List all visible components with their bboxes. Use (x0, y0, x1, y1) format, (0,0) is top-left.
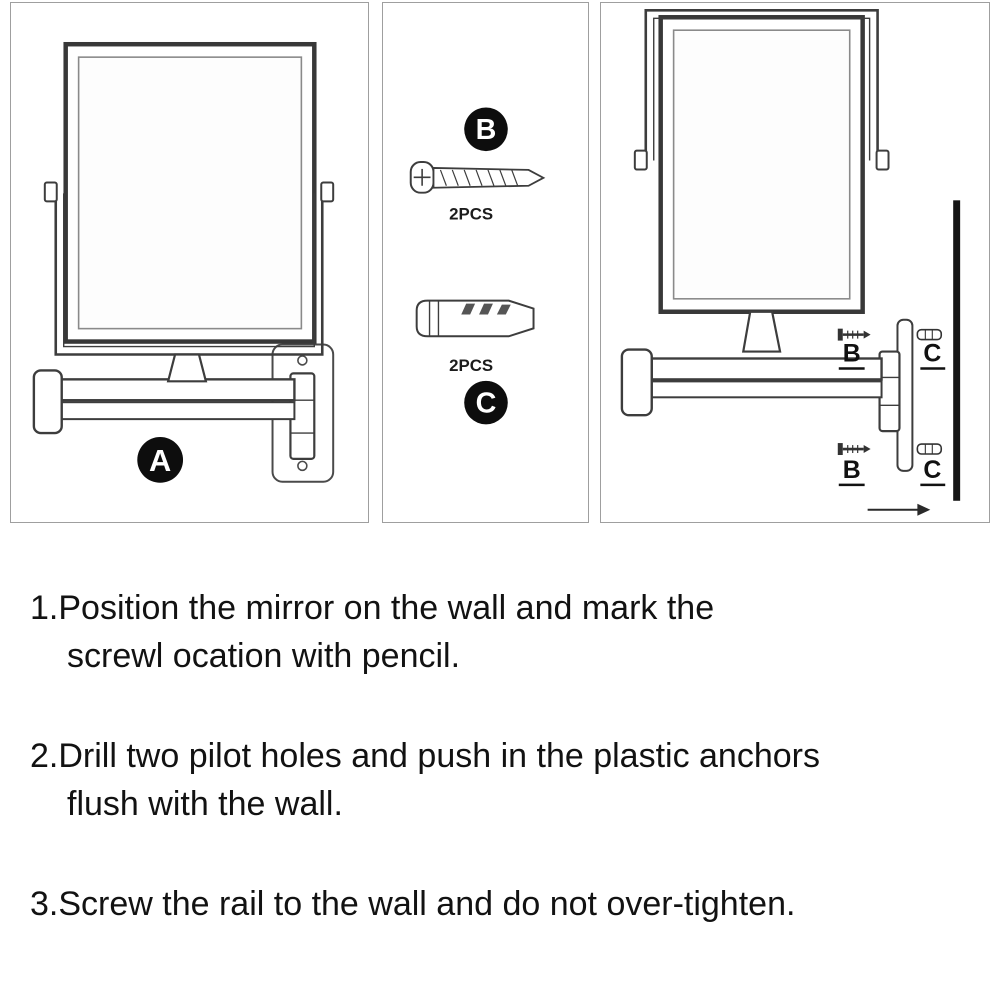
folding-arm (620, 348, 901, 433)
instruction-2-line-1: 2.Drill two pilot holes and push in the … (30, 737, 820, 775)
badge-c-label: C (476, 388, 497, 420)
instruction-3-line-1: 3.Screw the rail to the wall and do not … (30, 885, 796, 923)
mirror (63, 41, 317, 344)
panel-hardware: B 2PCS (382, 2, 589, 523)
screw-marker-top: B (837, 328, 871, 370)
instruction-1-line-1: 1.Position the mirror on the wall and ma… (30, 589, 715, 627)
anchor-marker-bottom: C (916, 443, 946, 487)
anchor-marker-top: C (916, 328, 946, 370)
badge-a: A (137, 437, 184, 483)
instruction-3: 3.Screw the rail to the wall and do not … (30, 880, 990, 928)
mirror-arm-extended-diagram: A (32, 41, 335, 483)
anchor-qty-label: 2PCS (449, 356, 493, 375)
badge-c-circle (464, 380, 508, 425)
instruction-list: 1.Position the mirror on the wall and ma… (30, 584, 990, 980)
yoke-bracket (633, 9, 890, 353)
anchor-icon (415, 299, 535, 338)
panel-step-a: A (10, 2, 369, 523)
screw-icon (409, 160, 546, 194)
label-b-top: B (843, 339, 861, 367)
badge-a-circle (137, 437, 184, 483)
mirror (658, 15, 865, 314)
wall-mounting-diagram: B C B (620, 9, 961, 516)
badge-a-label: A (149, 443, 171, 478)
badge-b-circle (464, 107, 508, 152)
screw-marker-bottom: B (837, 443, 871, 487)
yoke-bracket (43, 181, 335, 383)
instruction-1: 1.Position the mirror on the wall and ma… (30, 584, 990, 680)
instruction-1-line-2: screwl ocation with pencil. (67, 637, 461, 675)
arrow-icon (867, 503, 931, 516)
label-b-bottom: B (843, 456, 861, 484)
instruction-2: 2.Drill two pilot holes and push in the … (30, 732, 990, 828)
badge-b: B (464, 107, 508, 152)
panel-wall-mounting: B C B (600, 2, 990, 523)
label-c-top: C (923, 339, 941, 367)
badge-c: C (464, 380, 508, 425)
wall-line (953, 200, 961, 501)
screw-qty-label: 2PCS (449, 204, 493, 223)
badge-b-label: B (476, 114, 497, 146)
label-c-bottom: C (923, 456, 941, 484)
hardware-diagram: B 2PCS (409, 107, 546, 425)
instruction-2-line-2: flush with the wall. (67, 785, 343, 823)
folding-arm (32, 369, 316, 460)
